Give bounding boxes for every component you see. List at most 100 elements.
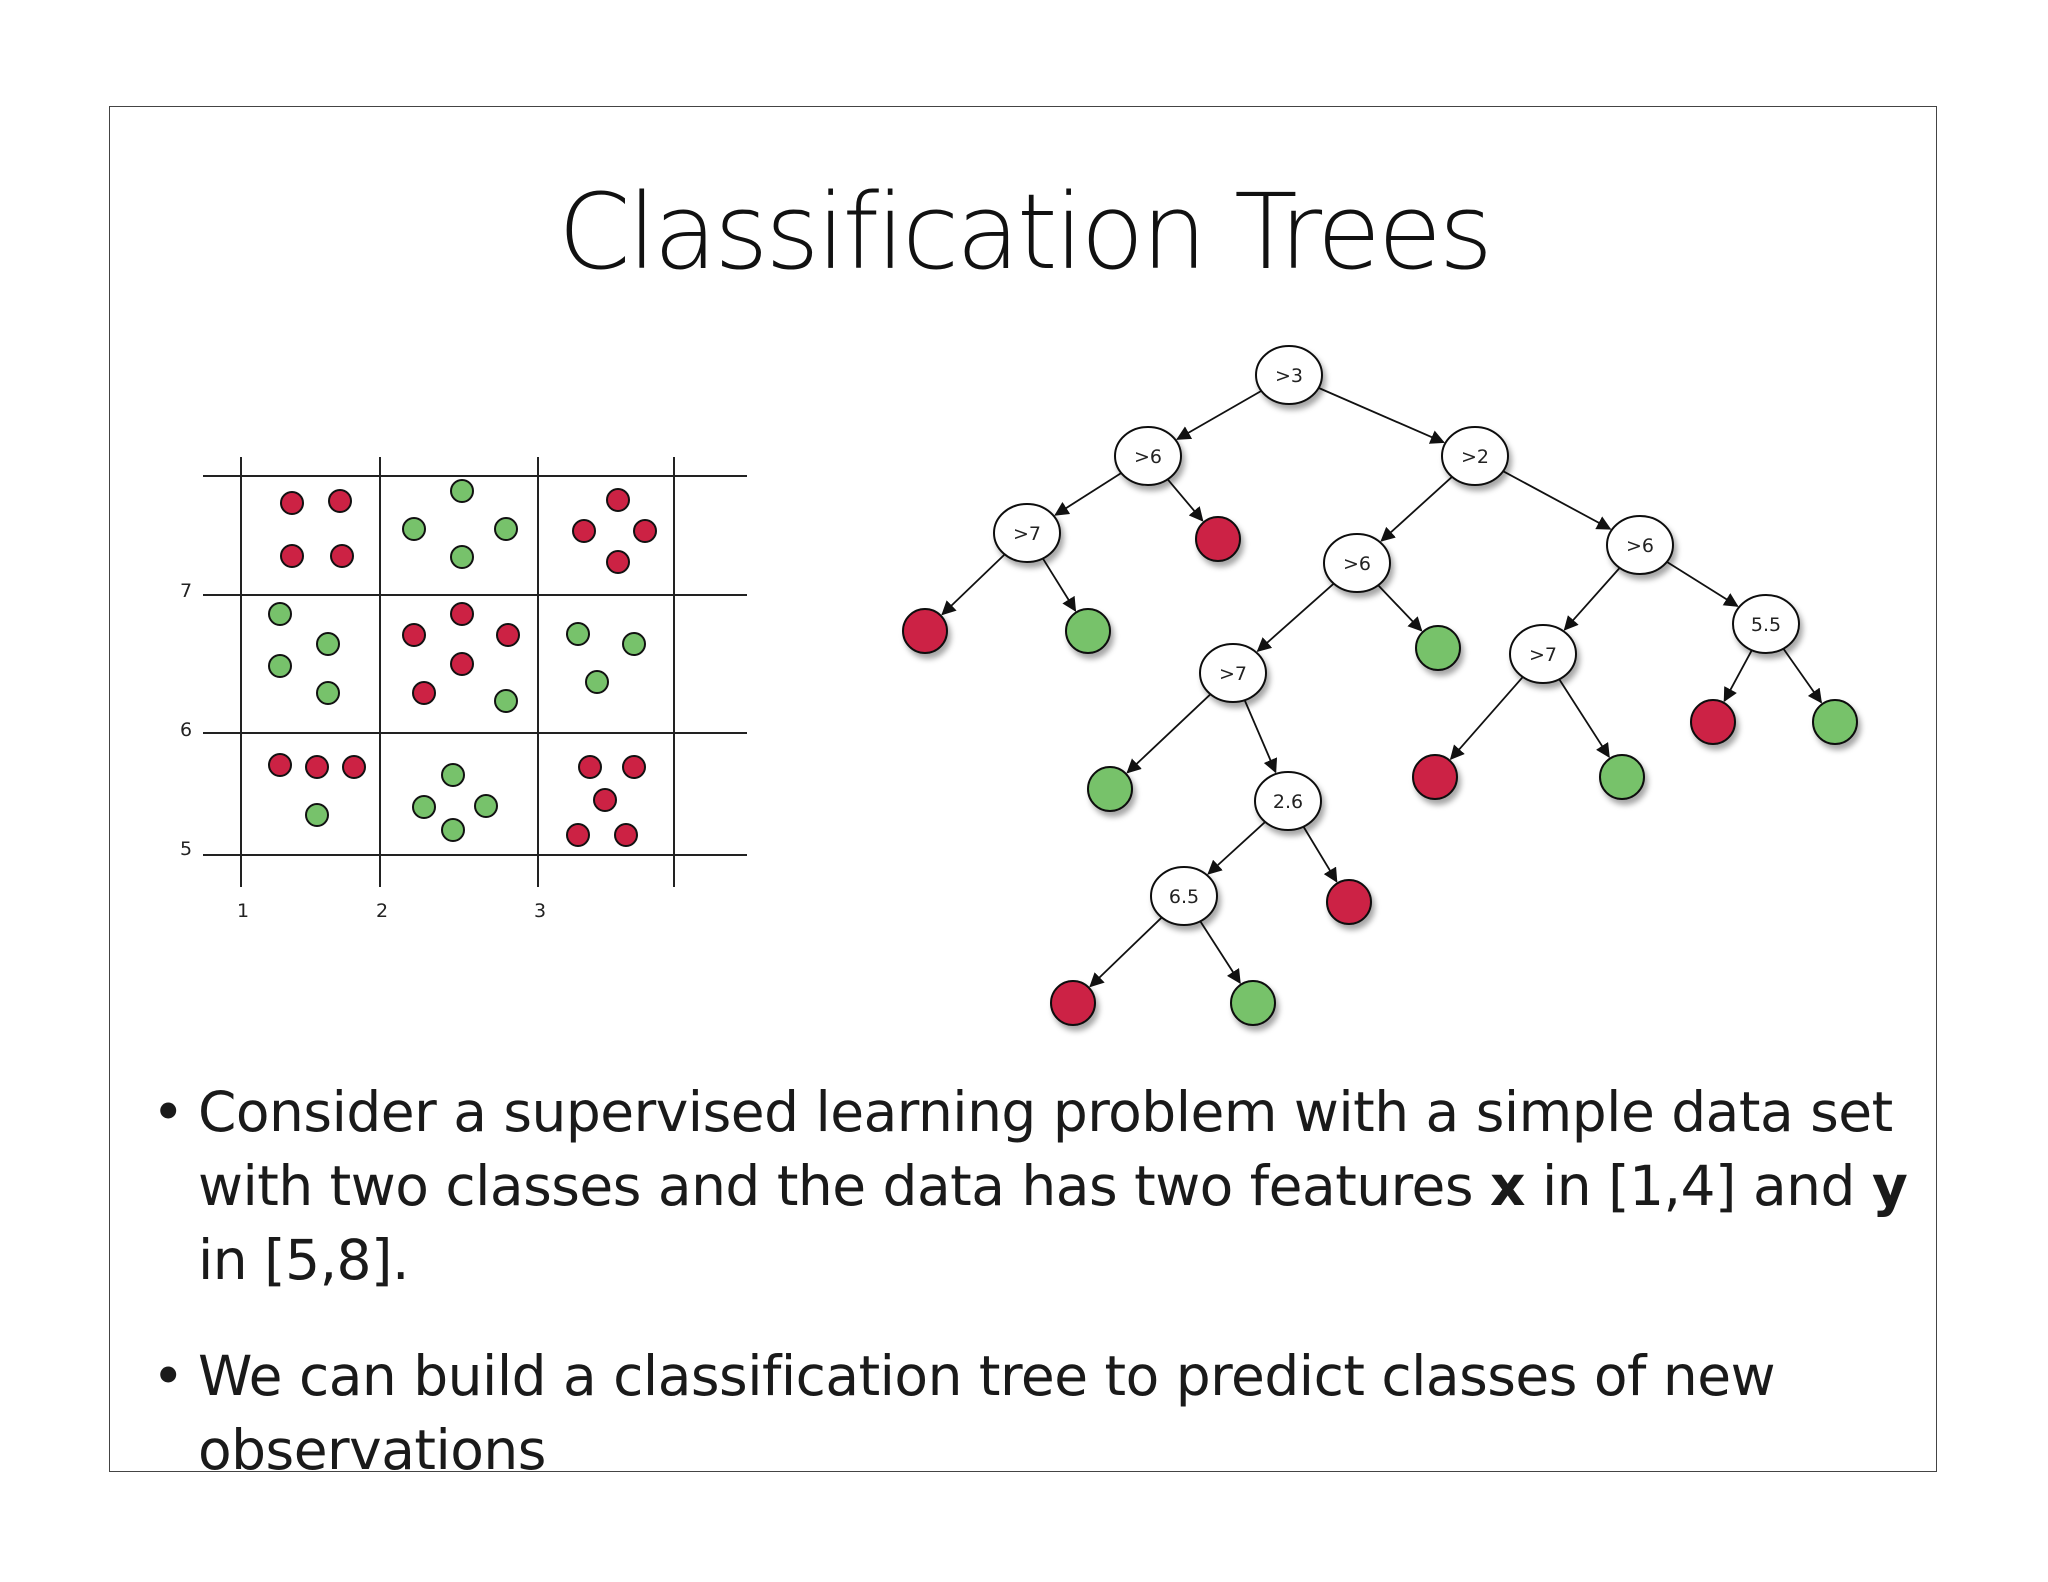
tree-node-shape (1323, 533, 1391, 593)
tree-edge (1199, 920, 1241, 985)
red-leaf (1050, 980, 1096, 1026)
tree-node-label: 5.5 (1751, 614, 1781, 636)
red-leaf (1326, 879, 1372, 925)
red-point (606, 550, 630, 574)
red-leaf (902, 608, 948, 654)
tree-node-shape (1509, 624, 1577, 684)
x-tick-label: 3 (534, 900, 546, 922)
tree-edge (1318, 387, 1445, 444)
green-point (474, 794, 498, 818)
scatter-grid (203, 457, 747, 887)
tree-node-shape (1254, 771, 1322, 831)
bullet-marker: • (152, 1080, 184, 1144)
red-leaf (1690, 699, 1736, 745)
x-tick-label: 2 (376, 900, 388, 922)
tree-node-label: >6 (1343, 553, 1371, 575)
tree-edge (1054, 472, 1122, 516)
green-leaf (1812, 699, 1858, 745)
green-point (494, 689, 518, 713)
tree-node-shape (993, 503, 1061, 563)
scatter-plot: 1 2 3 7 6 5 (180, 457, 747, 922)
bullet-text: in [1,4] and (1525, 1154, 1872, 1218)
tree-edge (1666, 561, 1739, 607)
tree-edge (941, 553, 1006, 616)
green-point (622, 632, 646, 656)
feature-y: y (1871, 1154, 1908, 1218)
tree-node: 2.6 (1254, 771, 1322, 831)
green-point (316, 681, 340, 705)
bullet-item: •Consider a supervised learning problem … (148, 1075, 1928, 1297)
red-point (622, 755, 646, 779)
tree-edge (1042, 557, 1077, 612)
green-point (450, 545, 474, 569)
red-point (578, 755, 602, 779)
tree-node: >6 (1606, 515, 1674, 575)
bullet-marker: • (152, 1344, 184, 1408)
green-point (441, 763, 465, 787)
tree-edge (1207, 821, 1266, 875)
x-tick-label: 1 (237, 900, 249, 922)
tree-edge (1563, 567, 1621, 631)
tree-edge (1380, 476, 1453, 542)
tree-edge (1089, 916, 1163, 988)
red-point (566, 823, 590, 847)
tree-node-shape (1114, 426, 1182, 486)
tree-node-label: >7 (1529, 644, 1557, 666)
tree-node: >7 (993, 503, 1061, 563)
tree-edges (941, 387, 1823, 988)
tree-edge (1723, 649, 1753, 703)
tree-node-label: >6 (1626, 535, 1654, 557)
green-point (494, 517, 518, 541)
tree-node: 5.5 (1732, 594, 1800, 654)
tree-edge (1243, 699, 1278, 774)
red-point (606, 488, 630, 512)
red-point (328, 489, 352, 513)
tree-nodes: >3 >6 >2 >7 >6 >6 >7 >7 5.5 2.6 6.5 (993, 345, 1800, 926)
green-point (412, 795, 436, 819)
red-point (330, 544, 354, 568)
red-point (280, 491, 304, 515)
tree-edge (1166, 478, 1204, 522)
red-point (633, 519, 657, 543)
tree-node-shape (1441, 426, 1509, 486)
tree-node-shape (1150, 866, 1218, 926)
red-leaf (1412, 754, 1458, 800)
tree-edge (1558, 678, 1610, 759)
red-point (402, 623, 426, 647)
tree-edge (1449, 676, 1524, 761)
tree-node-label: 2.6 (1273, 791, 1303, 813)
y-tick-label: 7 (180, 580, 192, 602)
red-point (412, 681, 436, 705)
tree-node-label: >2 (1461, 446, 1489, 468)
tree-edge (1256, 582, 1335, 653)
tree-node: >3 (1255, 345, 1323, 405)
tree-edge (1502, 470, 1612, 530)
red-leaf (1195, 516, 1241, 562)
bullet-item: •We can build a classification tree to p… (148, 1339, 1928, 1487)
y-tick-label: 5 (180, 838, 192, 860)
tree-node-label: 6.5 (1169, 886, 1199, 908)
tree-node-shape (1199, 643, 1267, 703)
red-point (450, 602, 474, 626)
green-leaf (1599, 754, 1645, 800)
green-point (441, 818, 465, 842)
tree-node-label: >7 (1013, 523, 1041, 545)
green-leaf (1065, 608, 1111, 654)
red-point (593, 788, 617, 812)
tree-edge (1176, 390, 1262, 440)
green-leaf (1230, 980, 1276, 1026)
green-point (268, 654, 292, 678)
classification-tree: >3 >6 >2 >7 >6 >6 >7 >7 5.5 2.6 6.5 (902, 345, 1858, 1026)
green-leaf (1415, 625, 1461, 671)
tree-node-label: >6 (1134, 446, 1162, 468)
feature-x: x (1490, 1154, 1525, 1218)
tree-node: >7 (1199, 643, 1267, 703)
bullet-text: We can build a classification tree to pr… (198, 1344, 1776, 1482)
green-point (450, 479, 474, 503)
tree-node-label: >7 (1219, 663, 1247, 685)
tree-edge (1377, 584, 1423, 632)
green-point (402, 517, 426, 541)
tree-node: 6.5 (1150, 866, 1218, 926)
red-point (280, 544, 304, 568)
scatter-points (268, 479, 657, 847)
